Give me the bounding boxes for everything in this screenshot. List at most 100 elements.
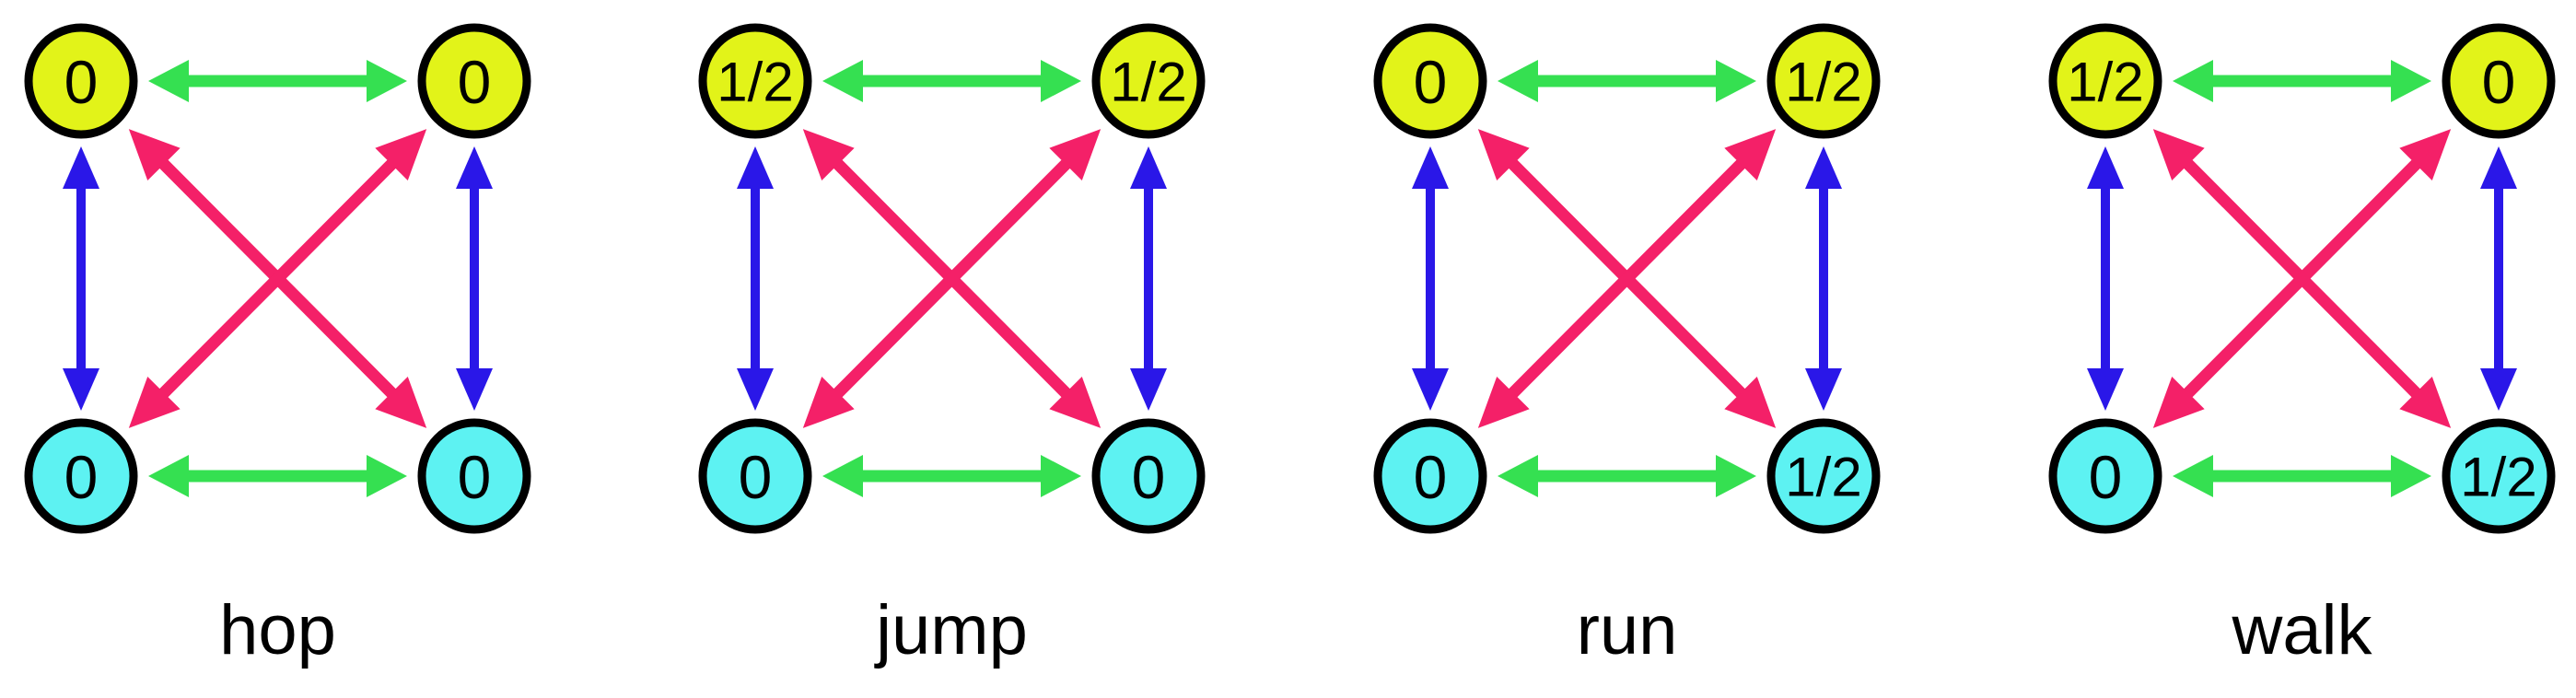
node-circle[interactable] [698, 418, 812, 534]
node-hop-top-left[interactable]: 0 [24, 23, 138, 139]
node-jump-bottom-left[interactable]: 0 [698, 418, 812, 534]
edge-walk-left-vertical-head-start [2087, 146, 2124, 189]
node-circle[interactable] [417, 23, 531, 139]
node-circle[interactable] [2048, 23, 2162, 139]
edge-hop-diagonal-tl-br-head-start [128, 129, 181, 180]
edge-run-diagonal-tl-br-head-start [1477, 129, 1530, 180]
node-circle[interactable] [698, 23, 812, 139]
edge-run-top-horizontal-head-end [1716, 60, 1756, 102]
node-circle[interactable] [1091, 23, 1206, 139]
edge-jump-diagonal-tl-br-head-end [1049, 377, 1102, 428]
edge-jump-right-vertical-head-end [1130, 368, 1167, 411]
panel-run-edges [1412, 60, 1842, 497]
edge-walk-bottom-horizontal [2173, 455, 2431, 497]
edge-jump-diagonal-tr-bl-shaft [827, 153, 1077, 404]
node-circle[interactable] [2442, 23, 2556, 139]
node-value: 1/2 [2067, 52, 2143, 113]
node-circle[interactable] [24, 23, 138, 139]
edge-jump-diagonal-tr-bl-head-end [802, 377, 855, 428]
node-circle[interactable] [2442, 418, 2556, 534]
node-walk-top-right[interactable]: 0 [2442, 23, 2556, 139]
node-value: 1/2 [717, 52, 793, 113]
panel-label-jump: jump [874, 591, 1028, 669]
edge-walk-left-vertical [2087, 146, 2124, 411]
node-circle[interactable] [1091, 418, 1206, 534]
edge-jump-bottom-horizontal-head-start [822, 455, 863, 497]
node-value: 0 [64, 48, 99, 116]
edge-hop-bottom-horizontal-head-start [148, 455, 189, 497]
edge-run-diagonal-tr-bl-shaft [1502, 153, 1752, 404]
node-value: 0 [1414, 48, 1448, 116]
panel-walk-edges [2087, 60, 2517, 497]
edge-run-bottom-horizontal-head-start [1498, 455, 1538, 497]
edge-run-diagonal-tr-bl [1477, 129, 1777, 428]
node-value: 0 [458, 48, 492, 116]
node-circle[interactable] [24, 418, 138, 534]
edge-run-bottom-horizontal [1498, 455, 1756, 497]
edge-walk-bottom-horizontal-head-start [2173, 455, 2213, 497]
node-run-bottom-left[interactable]: 0 [1373, 418, 1487, 534]
panel-hop-nodes: 0 0 0 0 [24, 23, 531, 534]
edge-jump-left-vertical [737, 146, 774, 411]
edge-jump-diagonal-tr-bl [802, 129, 1102, 428]
node-value: 0 [1414, 443, 1448, 511]
node-run-top-left[interactable]: 0 [1373, 23, 1487, 139]
node-hop-top-right[interactable]: 0 [417, 23, 531, 139]
edge-run-diagonal-tr-bl-head-end [1477, 377, 1530, 428]
edge-run-diagonal-tr-bl-head-start [1724, 129, 1777, 180]
edge-jump-diagonal-tr-bl-head-start [1049, 129, 1102, 180]
node-walk-bottom-left[interactable]: 0 [2048, 418, 2162, 534]
edge-hop-right-vertical-head-end [456, 368, 493, 411]
edge-walk-bottom-horizontal-head-end [2391, 455, 2431, 497]
edge-walk-top-horizontal-head-end [2391, 60, 2431, 102]
node-circle[interactable] [417, 418, 531, 534]
edge-run-right-vertical [1805, 146, 1842, 411]
node-jump-bottom-right[interactable]: 0 [1091, 418, 1206, 534]
node-circle[interactable] [1373, 418, 1487, 534]
node-circle[interactable] [1766, 418, 1881, 534]
edge-jump-right-vertical [1130, 146, 1167, 411]
node-run-top-right[interactable]: 1/2 [1766, 23, 1881, 139]
panel-walk-nodes: 1/2 0 0 1/2 [2048, 23, 2556, 534]
edge-run-left-vertical-head-end [1412, 368, 1449, 411]
node-value: 1/2 [1785, 447, 1861, 508]
panel-walk: 1/2 0 0 1/2 walk [2048, 23, 2556, 669]
edge-run-diagonal-tl-br-head-end [1724, 377, 1777, 428]
edge-walk-diagonal-tl-br-head-start [2152, 129, 2205, 180]
edge-jump-left-vertical-head-start [737, 146, 774, 189]
edge-jump-top-horizontal-head-end [1041, 60, 1081, 102]
node-circle[interactable] [1766, 23, 1881, 139]
node-walk-top-left[interactable]: 1/2 [2048, 23, 2162, 139]
node-hop-bottom-right[interactable]: 0 [417, 418, 531, 534]
node-jump-top-right[interactable]: 1/2 [1091, 23, 1206, 139]
edge-walk-left-vertical-head-end [2087, 368, 2124, 411]
panel-jump-nodes: 1/2 1/2 0 0 [698, 23, 1206, 534]
node-circle[interactable] [2048, 418, 2162, 534]
edge-run-right-vertical-head-start [1805, 146, 1842, 189]
edge-hop-diagonal-tr-bl-head-start [375, 129, 427, 180]
panel-run-nodes: 0 1/2 0 1/2 [1373, 23, 1881, 534]
node-walk-bottom-right[interactable]: 1/2 [2442, 418, 2556, 534]
panel-run: 0 1/2 0 1/2 run [1373, 23, 1881, 669]
node-value: 1/2 [2460, 447, 2536, 508]
edge-walk-top-horizontal-head-start [2173, 60, 2213, 102]
node-circle[interactable] [1373, 23, 1487, 139]
edge-walk-right-vertical-head-start [2480, 146, 2517, 189]
node-value: 0 [1132, 443, 1166, 511]
node-run-bottom-right[interactable]: 1/2 [1766, 418, 1881, 534]
panel-label-run: run [1577, 591, 1678, 669]
panel-jump: 1/2 1/2 0 0 jump [698, 23, 1206, 669]
edge-walk-right-vertical [2480, 146, 2517, 411]
node-value: 0 [2089, 443, 2123, 511]
node-hop-bottom-left[interactable]: 0 [24, 418, 138, 534]
edge-hop-left-vertical [63, 146, 99, 411]
panel-jump-edges [737, 60, 1167, 497]
edge-run-right-vertical-head-end [1805, 368, 1842, 411]
edge-walk-diagonal-tr-bl-head-start [2399, 129, 2452, 180]
panel-label-walk: walk [2231, 591, 2372, 669]
edge-hop-diagonal-tr-bl-shaft [153, 153, 402, 404]
edge-hop-right-vertical-head-start [456, 146, 493, 189]
node-jump-top-left[interactable]: 1/2 [698, 23, 812, 139]
